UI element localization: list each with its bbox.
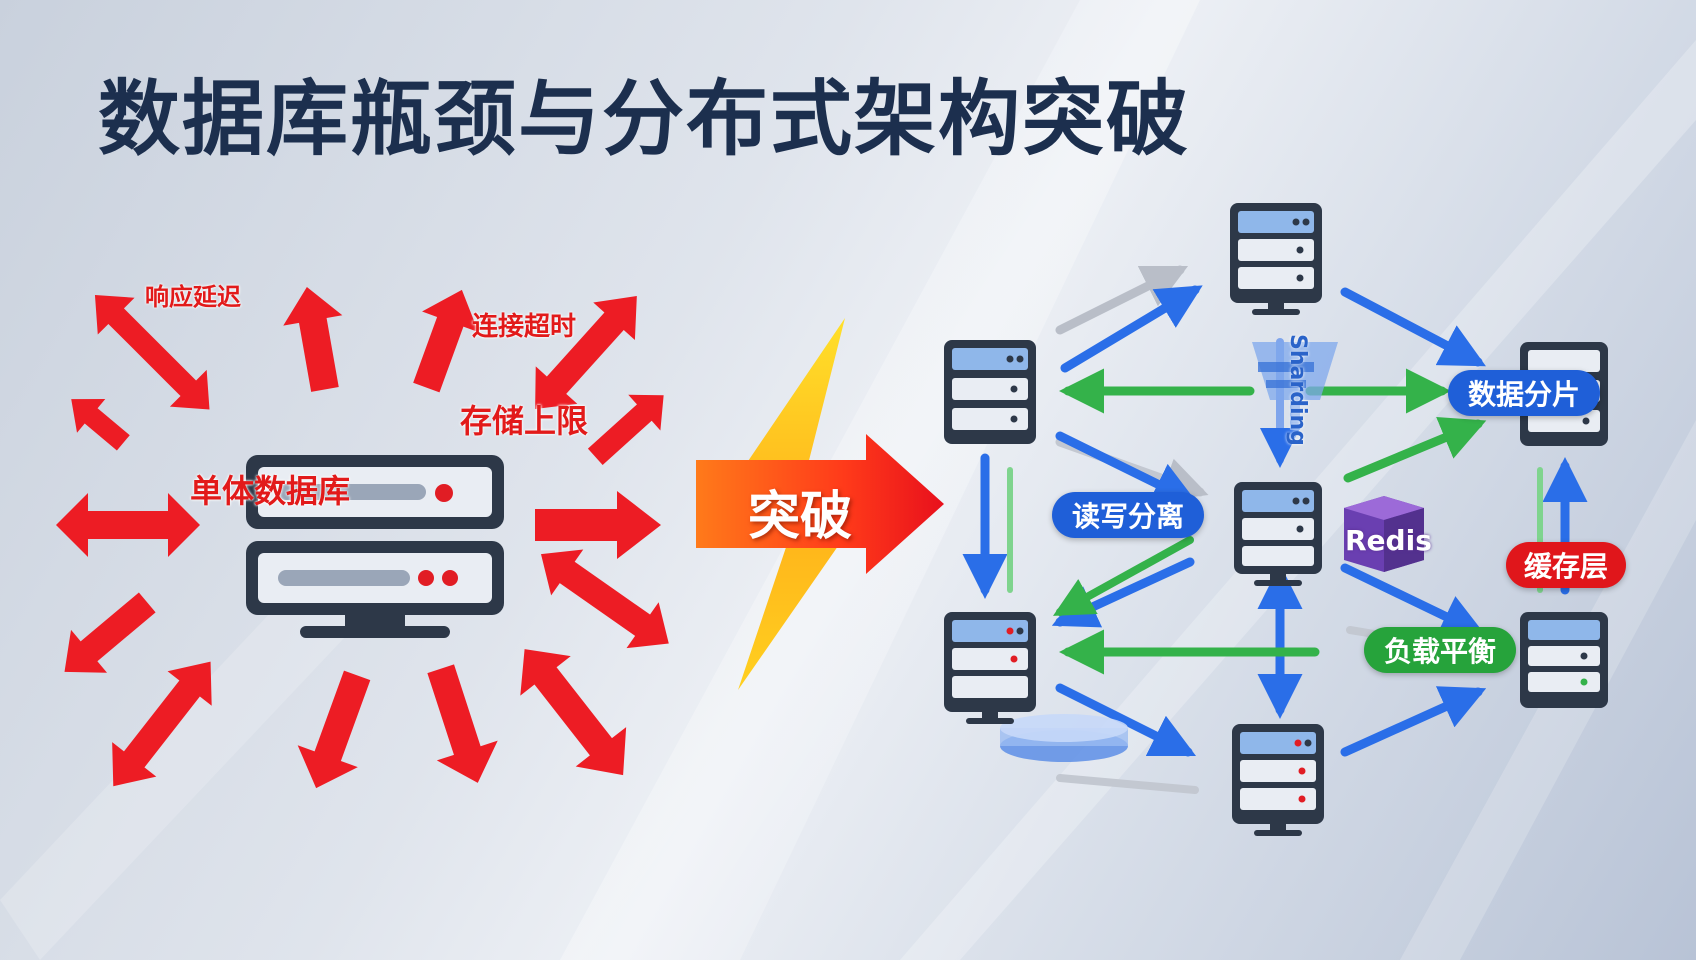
- node-servers: [944, 203, 1608, 836]
- label-response-delay: 响应延迟: [145, 283, 241, 311]
- red-arrow: [587, 394, 664, 465]
- status-led: [435, 484, 453, 502]
- storage-cluster-icon: [1000, 714, 1128, 762]
- red-arrow: [283, 286, 343, 392]
- red-arrow: [112, 661, 212, 787]
- label-monolithic-db: 单体数据库: [190, 472, 351, 510]
- redis-text: Redis: [1345, 524, 1432, 557]
- sharding-text: Sharding: [1285, 334, 1310, 446]
- pressure-arrows: [56, 286, 669, 789]
- breakthrough-arrow: [696, 434, 944, 574]
- label-load-balancing: 负载平衡: [1364, 627, 1516, 673]
- red-arrow: [535, 491, 661, 559]
- breakthrough-label: 突破: [748, 487, 853, 547]
- label-data-sharding: 数据分片: [1448, 370, 1600, 416]
- node-server-right-bottom: [1520, 612, 1608, 708]
- monolithic-database-server: [246, 455, 504, 638]
- red-arrow: [427, 664, 498, 783]
- node-server-top: [1230, 203, 1322, 315]
- sharding-funnel-icon: [1252, 342, 1338, 430]
- red-arrow: [56, 493, 200, 557]
- page-title: 数据库瓶颈与分布式架构突破: [98, 72, 1191, 167]
- red-arrow: [64, 592, 156, 673]
- red-arrow: [413, 289, 479, 393]
- red-arrow: [71, 399, 130, 451]
- red-arrow: [520, 649, 627, 776]
- red-arrow: [535, 295, 637, 409]
- node-server-left-top: [944, 340, 1036, 444]
- node-server-bottom: [1232, 724, 1324, 836]
- red-arrow: [297, 670, 371, 789]
- label-cache-layer: 缓存层: [1506, 542, 1626, 588]
- label-connection-timeout: 连接超时: [472, 312, 577, 342]
- label-read-write-split: 读写分离: [1052, 492, 1204, 538]
- red-arrow: [94, 294, 210, 410]
- red-arrow: [540, 549, 669, 649]
- label-storage-limit: 存储上限: [460, 402, 589, 440]
- redis-cube-icon: [1344, 496, 1424, 572]
- node-server-center: [1234, 482, 1322, 586]
- node-server-left-bottom: [944, 612, 1036, 724]
